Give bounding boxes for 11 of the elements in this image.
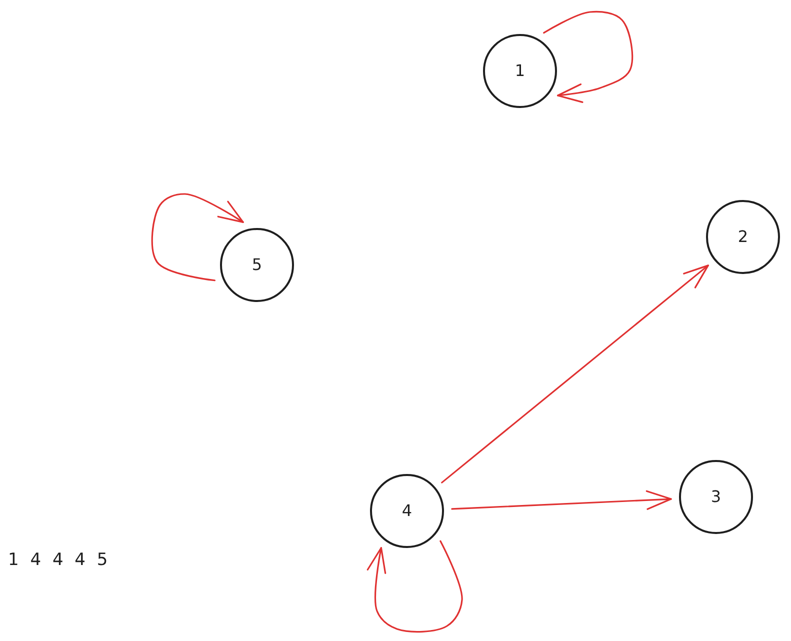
self-loop-arrow <box>366 540 463 633</box>
self-loop-arrow <box>543 10 633 103</box>
arrow <box>441 264 709 484</box>
node-label: 4 <box>402 503 412 519</box>
arrow <box>451 490 672 510</box>
node-label: 3 <box>710 489 722 505</box>
sequence-text: 1 4 4 4 5 <box>8 550 108 570</box>
node-label: 5 <box>252 257 262 273</box>
node-label: 2 <box>738 229 748 245</box>
self-loop-arrow <box>151 193 244 282</box>
node-label: 1 <box>514 63 526 79</box>
